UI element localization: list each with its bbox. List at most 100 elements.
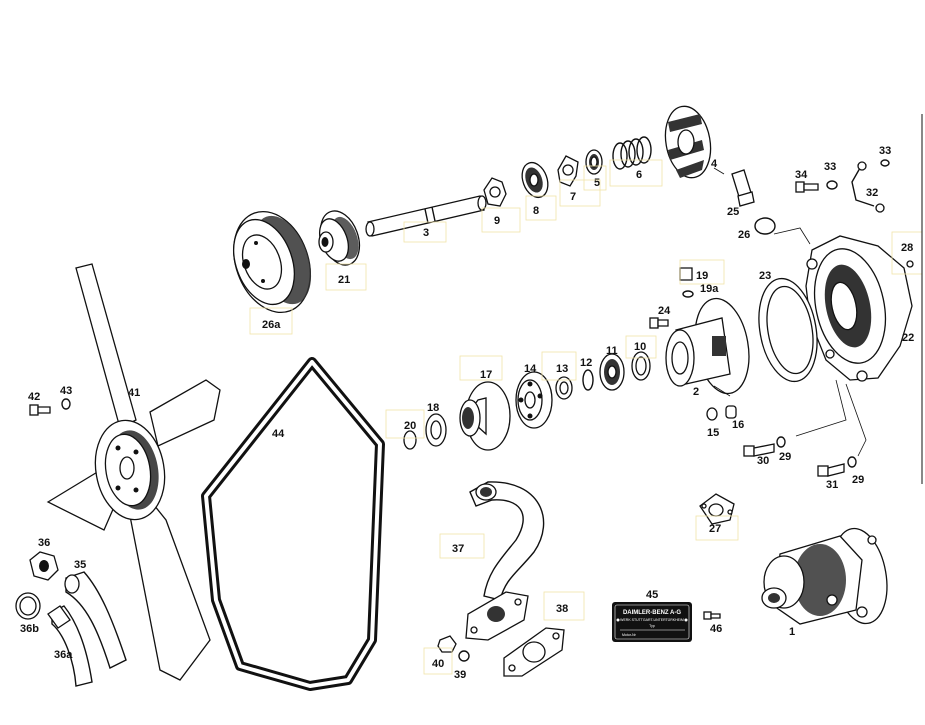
- label-27: 27: [709, 523, 721, 535]
- leader-line: [713, 167, 725, 175]
- nameplate-number: Motor-Nr: [622, 633, 637, 637]
- bearing-housing-part-2: [665, 297, 750, 395]
- label-17: 17: [480, 369, 492, 381]
- pulley-part-26a: [233, 210, 312, 314]
- washer-part-29a: [776, 436, 786, 448]
- bolt-part-34: [795, 181, 819, 193]
- label-15: 15: [707, 427, 719, 439]
- nameplate-city: WERK STUTTGART-UNTERTÜRKHEIM: [620, 618, 684, 622]
- screw-part-46: [703, 611, 721, 620]
- gasket-ring-part-26: [754, 217, 776, 235]
- label-22: 22: [902, 332, 914, 344]
- pipe-part-36a: [47, 605, 93, 687]
- hub-part-21: [318, 210, 361, 266]
- label-2: 2: [693, 386, 699, 398]
- bracket-part-7: [557, 155, 579, 187]
- nut-part-40: [437, 635, 457, 653]
- nut-part-36: [29, 551, 59, 581]
- pipe-part-37: [469, 481, 545, 601]
- plug-part-19: [679, 267, 694, 298]
- label-19: 19: [696, 270, 708, 282]
- fitting-part-25: [731, 169, 755, 207]
- fan-part-41: [46, 263, 221, 681]
- label-29b: 29: [852, 474, 864, 486]
- label-33a: 33: [824, 161, 836, 173]
- label-7: 7: [570, 191, 576, 203]
- label-16: 16: [732, 419, 744, 431]
- bearing-part-11: [599, 353, 625, 391]
- label-6: 6: [636, 169, 642, 181]
- label-32: 32: [866, 187, 878, 199]
- leader-line: [773, 227, 811, 245]
- pipe-part-35: [64, 571, 127, 669]
- ring-part-5: [585, 149, 603, 175]
- bearing-part-14: [515, 371, 553, 429]
- washer-part-15: [706, 407, 718, 421]
- label-10: 10: [634, 341, 646, 353]
- assembled-pump-part-1: [761, 527, 888, 625]
- label-4: 4: [711, 158, 718, 170]
- label-21: 21: [338, 274, 350, 286]
- washer-part-43: [61, 398, 71, 410]
- label-28: 28: [901, 242, 913, 254]
- leader-line: [713, 385, 731, 397]
- label-30: 30: [757, 455, 769, 467]
- leader-line: [845, 383, 867, 457]
- label-18: 18: [427, 402, 439, 414]
- shaft-part-3: [365, 195, 487, 237]
- label-34: 34: [795, 169, 808, 181]
- plug-part-16: [725, 405, 737, 419]
- gasket-part-27: [699, 493, 735, 525]
- label-41: 41: [128, 387, 140, 399]
- bracket-part-32: [851, 161, 885, 213]
- washer-part-33a: [826, 180, 838, 190]
- label-26: 26: [738, 229, 750, 241]
- label-14: 14: [524, 363, 537, 375]
- ring-part-18: [425, 413, 447, 447]
- bolt-part-24: [649, 317, 669, 329]
- label-43: 43: [60, 385, 72, 397]
- impeller-part-4: [664, 105, 712, 179]
- washer-part-39: [458, 650, 470, 662]
- label-31: 31: [826, 479, 838, 491]
- bolt-part-42: [29, 404, 51, 416]
- ring-part-10: [631, 351, 651, 381]
- plug-part-28: [906, 260, 914, 268]
- spring-part-6: [612, 136, 652, 170]
- label-12: 12: [580, 357, 592, 369]
- label-19a: 19a: [700, 283, 719, 295]
- label-42: 42: [28, 391, 40, 403]
- gasket-part-23: [758, 277, 818, 383]
- label-46: 46: [710, 623, 722, 635]
- ring-part-12: [582, 369, 594, 391]
- label-44: 44: [272, 428, 285, 440]
- label-39: 39: [454, 669, 466, 681]
- label-20: 20: [404, 420, 416, 432]
- lockwasher-part-9: [483, 177, 507, 207]
- label-29a: 29: [779, 451, 791, 463]
- washer-part-29b: [847, 456, 857, 468]
- leader-line: [795, 379, 847, 437]
- gasket-part-38: [503, 627, 565, 677]
- label-26a: 26a: [262, 319, 281, 331]
- label-13: 13: [556, 363, 568, 375]
- label-3: 3: [423, 227, 429, 239]
- label-40: 40: [432, 658, 444, 670]
- ring-part-13: [555, 376, 573, 400]
- label-25: 25: [727, 206, 739, 218]
- label-5: 5: [594, 177, 600, 189]
- part-labels: 1 2 3 4 5 6 7 8 9 10 11 12 13 14 15 16 1…: [20, 145, 923, 681]
- label-45: 45: [646, 589, 658, 601]
- label-35: 35: [74, 559, 86, 571]
- label-1: 1: [789, 626, 795, 638]
- washer-part-36b-inner: [19, 596, 37, 616]
- label-37: 37: [452, 543, 464, 555]
- vbelt-part-44: [201, 357, 385, 691]
- label-23: 23: [759, 270, 771, 282]
- label-36a: 36a: [54, 649, 73, 661]
- nameplate-part-45: DAIMLER-BENZ A-G WERK STUTTGART-UNTERTÜR…: [612, 602, 692, 642]
- flange-part-37: [465, 591, 529, 641]
- seal-housing-part-17: [459, 381, 511, 451]
- label-36b: 36b: [20, 623, 39, 635]
